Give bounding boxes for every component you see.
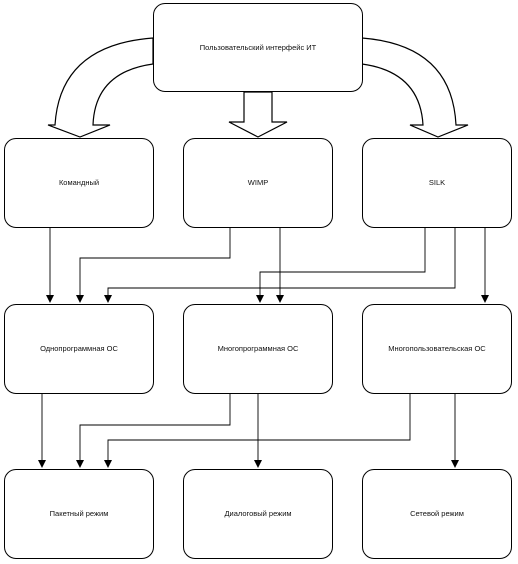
hollow-arrow-to-silk	[361, 37, 469, 138]
node-multiuser-os-label: Многопользовательская ОС	[388, 344, 486, 354]
edge-multiuser-os-batch	[104, 394, 411, 468]
node-batch-label: Пакетный режим	[49, 509, 109, 519]
node-command-label: Командный	[58, 178, 100, 188]
edge-wimp-single-os	[76, 228, 231, 303]
node-multi-os-label: Многопрограммная ОС	[217, 344, 299, 354]
node-silk: SILK	[362, 138, 512, 228]
node-single-os-label: Однопрограммная ОС	[40, 344, 118, 354]
node-wimp: WIMP	[183, 138, 333, 228]
node-multiuser-os: Многопользовательская ОС	[362, 304, 512, 394]
node-dialog-label: Диалоговый режим	[224, 509, 292, 519]
node-wimp-label: WIMP	[247, 178, 269, 188]
node-user-interface-label: Пользовательский интерфейс ИТ	[199, 42, 317, 52]
edge-silk-single-os	[104, 228, 456, 303]
edge-multi-os-batch-a	[76, 394, 231, 468]
edge-silk-multi-os	[256, 228, 426, 303]
node-network: Сетевой режим	[362, 469, 512, 559]
hollow-arrow-to-command	[47, 37, 154, 138]
node-batch: Пакетный режим	[4, 469, 154, 559]
connectors	[38, 228, 489, 468]
node-silk-label: SILK	[428, 178, 446, 188]
node-user-interface: Пользовательский интерфейс ИТ	[153, 3, 363, 92]
node-single-os: Однопрограммная ОС	[4, 304, 154, 394]
node-network-label: Сетевой режим	[410, 509, 464, 519]
node-command: Командный	[4, 138, 154, 228]
node-multi-os: Многопрограммная ОС	[183, 304, 333, 394]
node-dialog: Диалоговый режим	[183, 469, 333, 559]
hollow-arrow-to-wimp	[228, 91, 288, 138]
